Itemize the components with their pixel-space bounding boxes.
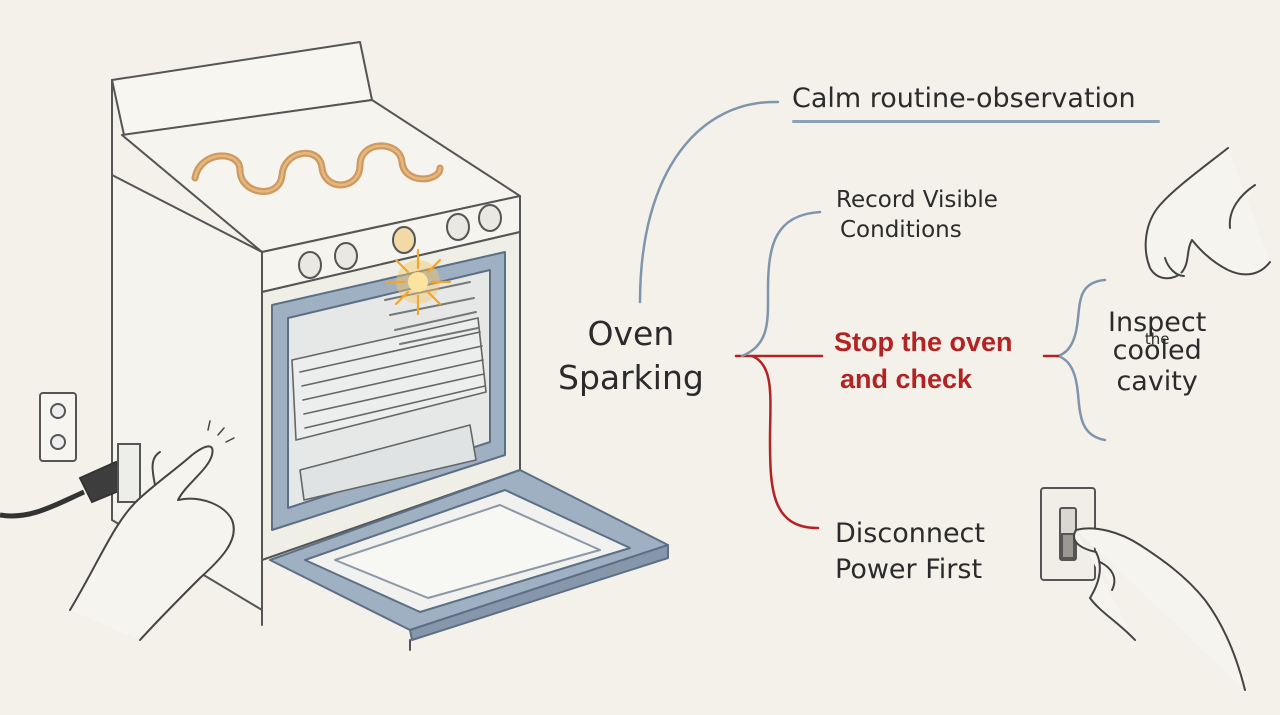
disconnect-line-1: Disconnect <box>835 518 985 549</box>
pointing-hand-icon <box>69 445 235 641</box>
connector-record <box>740 210 822 358</box>
connector-top <box>638 100 780 304</box>
root-node-oven-sparking: Oven Sparking <box>558 312 704 399</box>
branch-underline <box>792 120 1160 123</box>
connectors <box>638 100 1107 530</box>
stop-line-2: and check <box>840 364 973 395</box>
record-line-2: Conditions <box>840 217 962 244</box>
light-switch-icon <box>1040 487 1096 581</box>
branch-calm-routine-observation: Calm routine-observation <box>792 83 1136 114</box>
branch-record-visible-conditions: Record Visible Conditions <box>836 185 998 246</box>
root-line-1: Oven <box>587 314 675 353</box>
branch-stop-the-oven: Stop the oven and check <box>834 324 1013 399</box>
spark-icon <box>384 248 452 316</box>
hand-icon <box>1144 147 1271 280</box>
switch-hand-icon <box>1073 527 1246 691</box>
branch-inspect-cooled-cavity: Inspect the cooled cavity <box>1108 307 1206 398</box>
inspect-line-3: cooled <box>1112 334 1202 366</box>
inspect-line-4: cavity <box>1116 366 1198 398</box>
inspect-line-2: the <box>1144 329 1170 348</box>
record-line-1: Record Visible <box>836 187 998 213</box>
inspect-line-1: Inspect <box>1108 307 1207 338</box>
connector-inspect <box>1054 278 1107 442</box>
connector-disconnect <box>750 354 820 530</box>
disconnect-line-2: Power First <box>835 553 983 585</box>
root-line-2: Sparking <box>558 357 704 397</box>
wall-outlet-icon <box>39 392 77 462</box>
stop-line-1: Stop the oven <box>834 327 1013 357</box>
oven-illustration <box>111 41 669 651</box>
power-plug-icon <box>0 443 141 519</box>
branch-disconnect-power-first: Disconnect Power First <box>835 516 985 587</box>
